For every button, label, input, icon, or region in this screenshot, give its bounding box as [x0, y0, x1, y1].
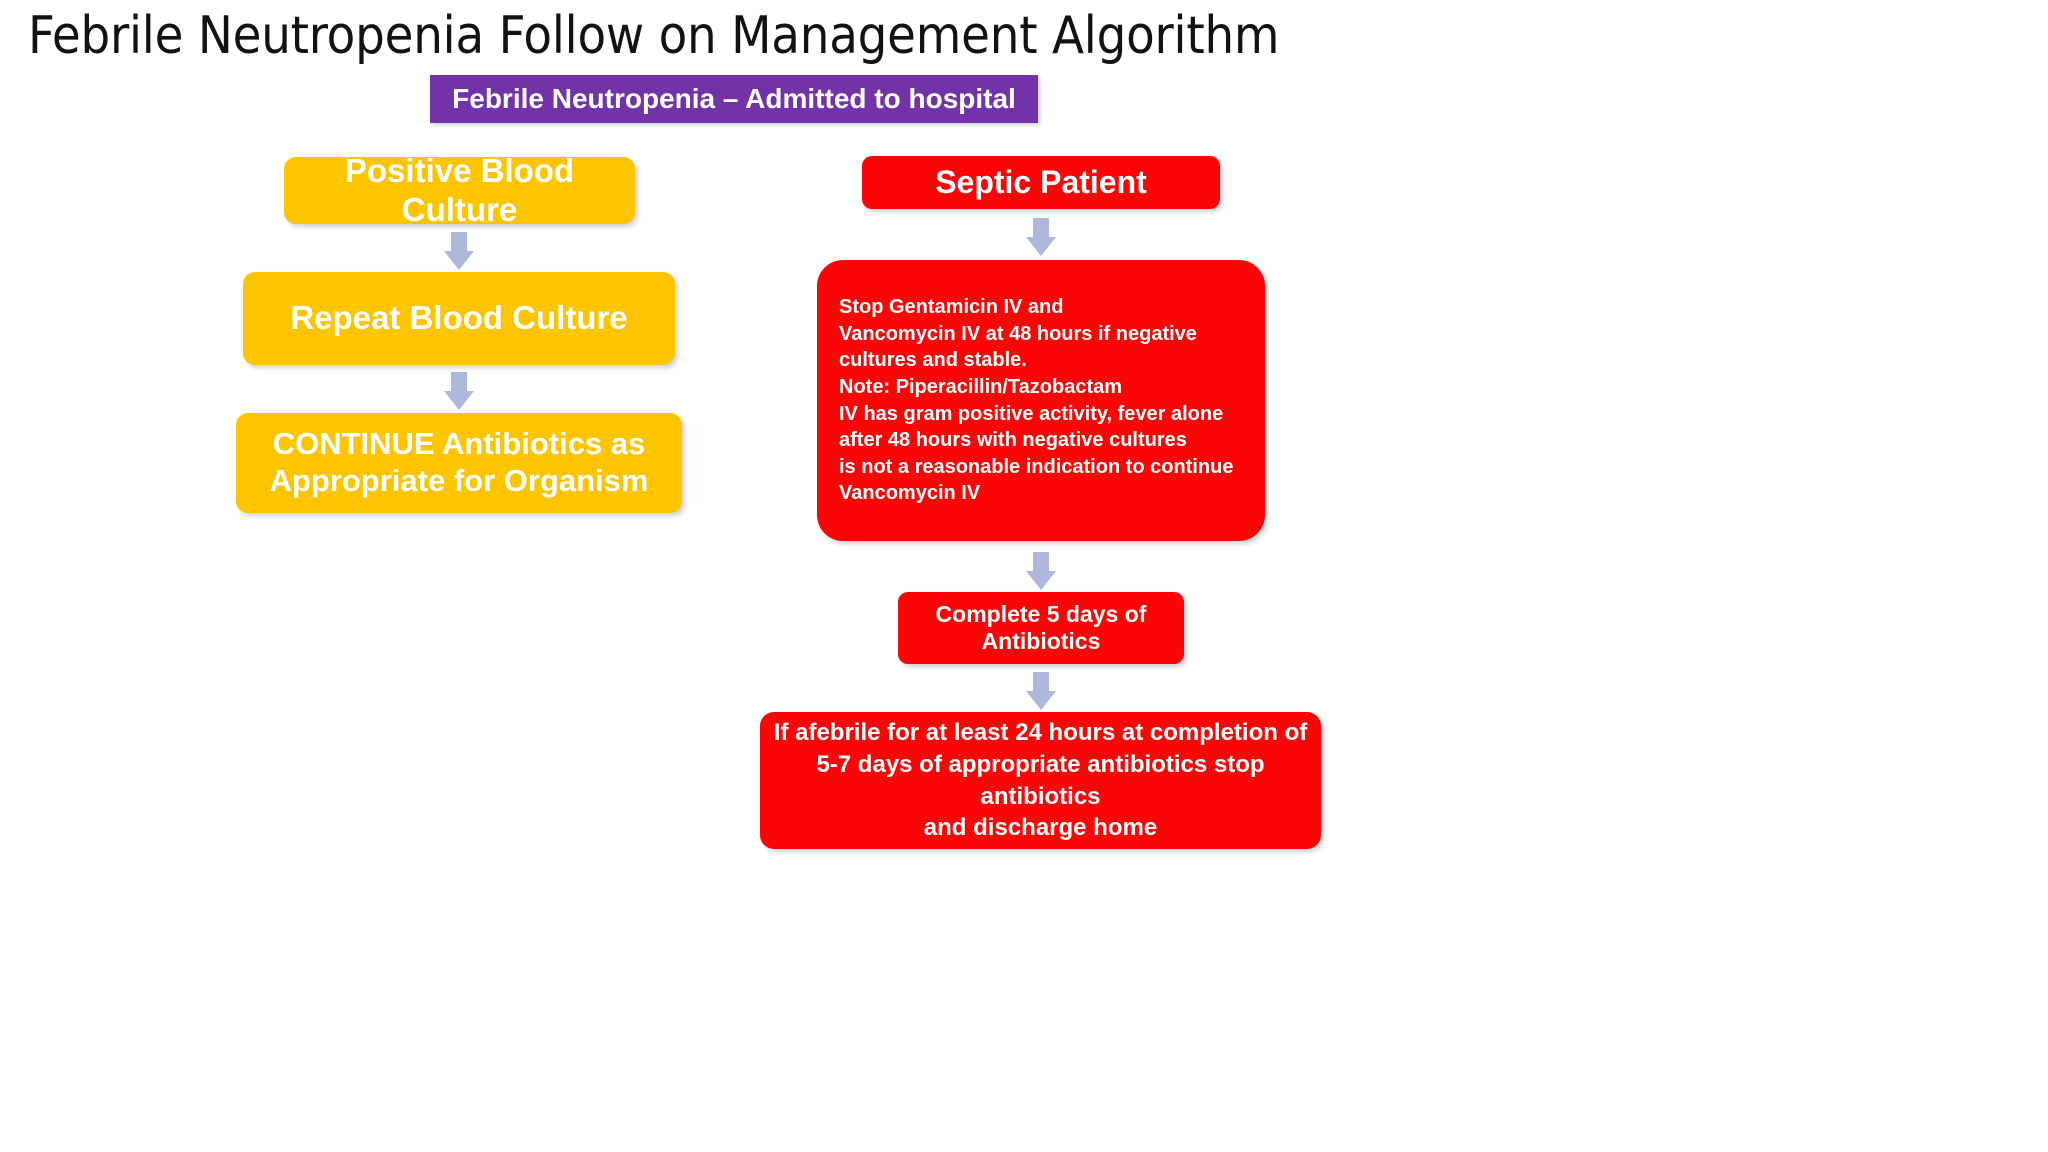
node-label: Complete 5 days of Antibiotics: [935, 600, 1147, 654]
node-label: CONTINUE Antibiotics as Appropriate for …: [269, 426, 649, 498]
arrow-head-icon: [1026, 571, 1056, 590]
node-septic-patient: Septic Patient: [862, 156, 1220, 209]
arrow-head-icon: [1026, 237, 1056, 256]
arrow-head-icon: [444, 391, 474, 410]
page-title: Febrile Neutropenia Follow on Management…: [28, 6, 1280, 66]
arrow-note-to-complete: [1026, 552, 1056, 590]
arrow-complete-to-discharge: [1026, 672, 1056, 710]
node-label: Positive Blood Culture: [344, 151, 575, 228]
arrow-shaft: [1033, 218, 1049, 238]
arrow-repeat-to-continue: [444, 372, 474, 410]
node-positive-blood-culture: Positive Blood Culture: [284, 152, 635, 228]
arrow-head-icon: [1026, 691, 1056, 710]
node-label: Stop Gentamicin IV and Vancomycin IV at …: [839, 296, 1234, 505]
arrow-shaft: [1033, 672, 1049, 692]
arrow-positive-to-repeat: [444, 232, 474, 270]
arrow-head-icon: [444, 251, 474, 270]
node-continue-antibiotics: CONTINUE Antibiotics as Appropriate for …: [236, 413, 682, 513]
node-label: Repeat Blood Culture: [290, 299, 628, 337]
arrow-septic-to-note: [1026, 218, 1056, 256]
arrow-shaft: [451, 232, 467, 252]
node-repeat-blood-culture: Repeat Blood Culture: [243, 272, 675, 365]
arrow-shaft: [451, 372, 467, 392]
node-label: Febrile Neutropenia – Admitted to hospit…: [452, 83, 1016, 115]
node-stop-gentamicin-note: Stop Gentamicin IV and Vancomycin IV at …: [817, 260, 1265, 541]
node-febrile-neutropenia-admitted: Febrile Neutropenia – Admitted to hospit…: [430, 75, 1038, 123]
node-label: Septic Patient: [935, 163, 1147, 200]
arrow-shaft: [1033, 552, 1049, 572]
node-label: If afebrile for at least 24 hours at com…: [773, 718, 1308, 842]
node-discharge-home: If afebrile for at least 24 hours at com…: [760, 712, 1321, 849]
node-complete-5-days: Complete 5 days of Antibiotics: [898, 592, 1184, 664]
